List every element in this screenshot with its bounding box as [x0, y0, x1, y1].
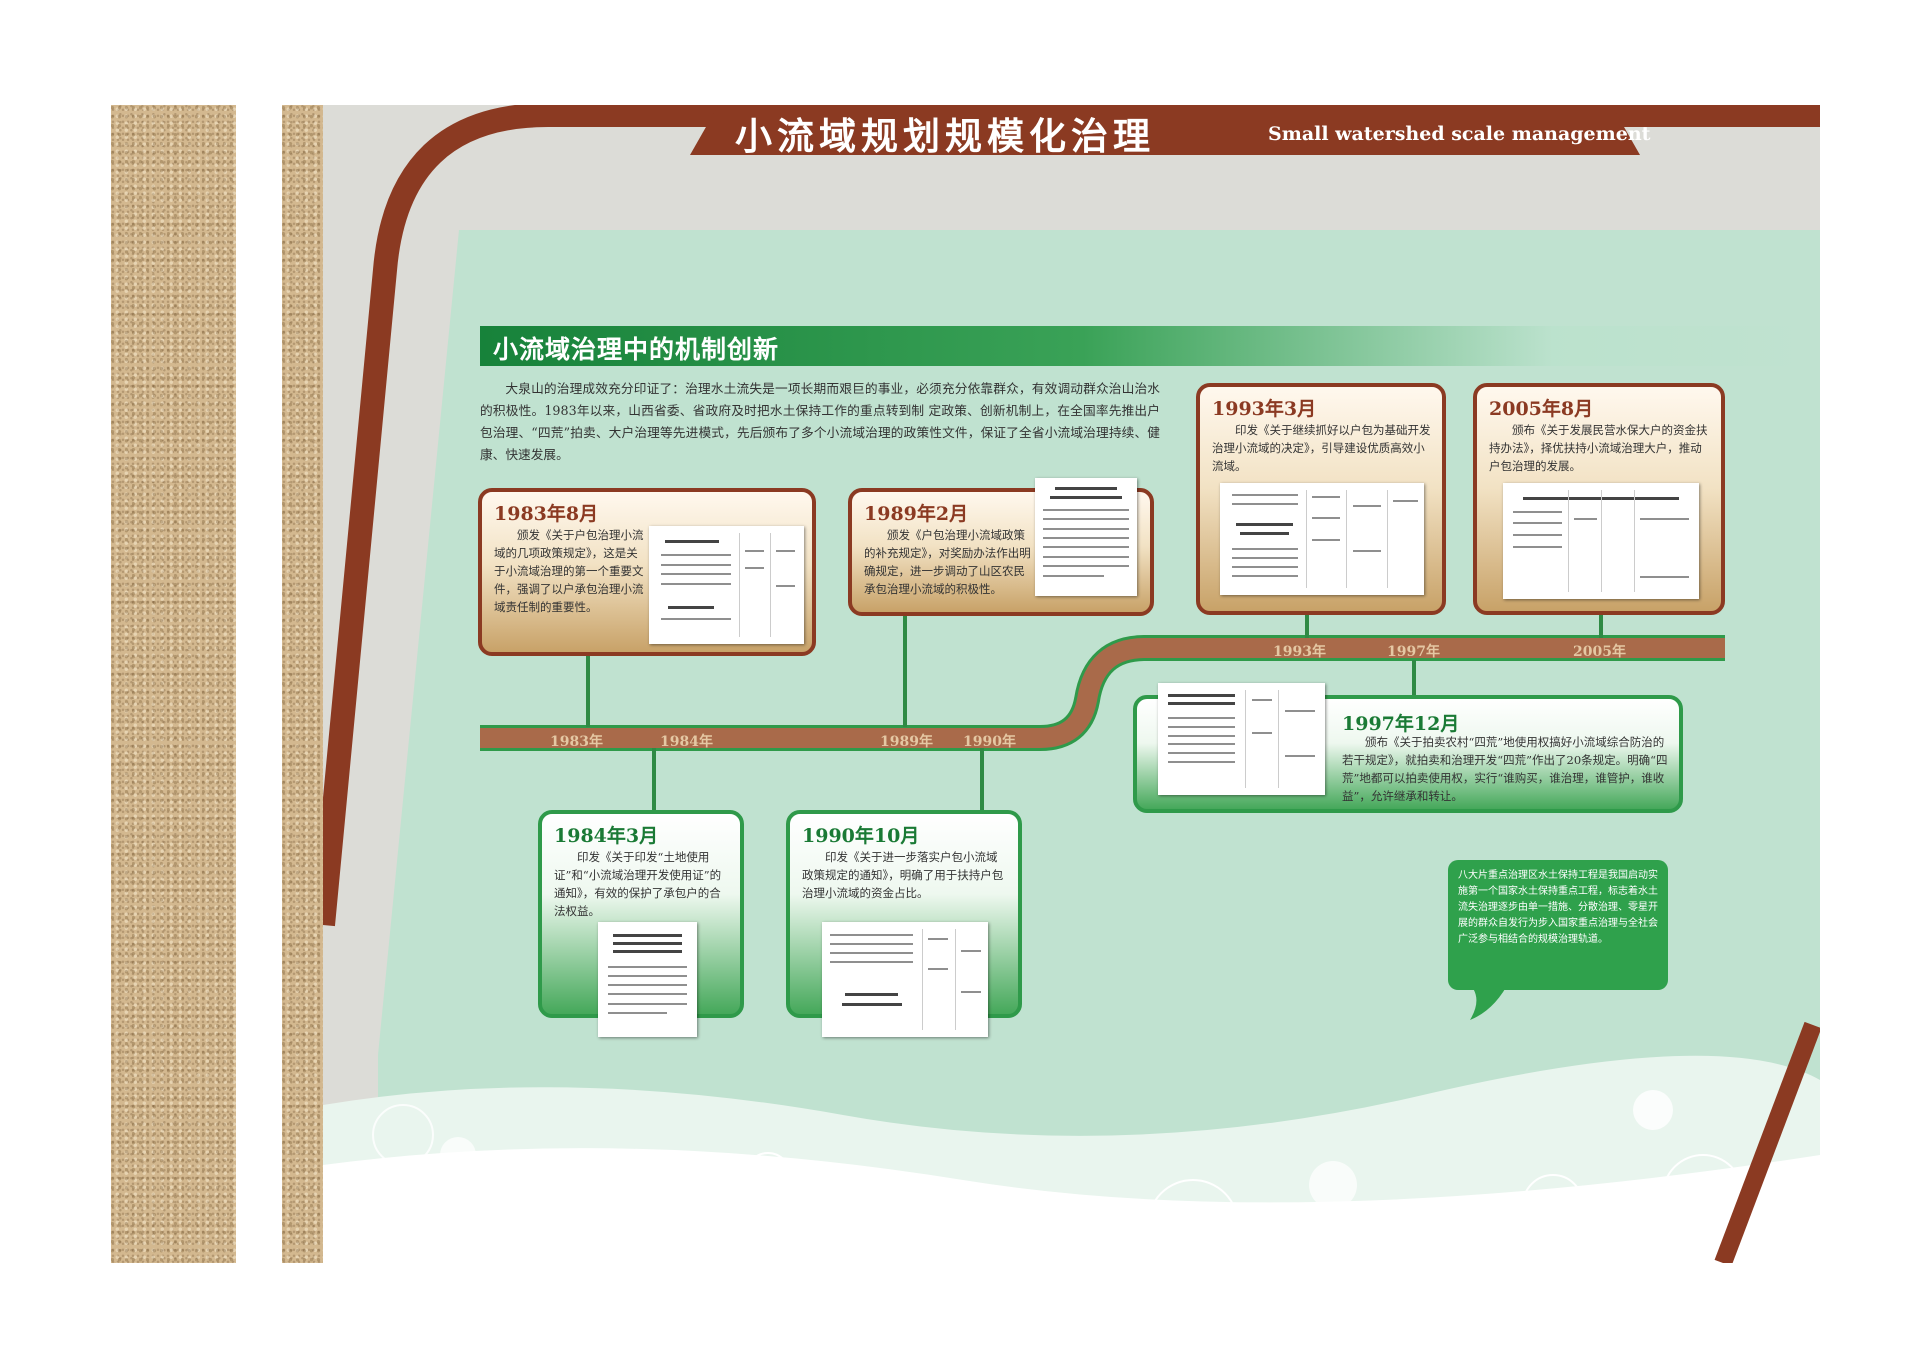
event-date: 1997年12月 — [1342, 713, 1460, 735]
event-date: 1984年3月 — [554, 825, 659, 847]
event-date: 1983年8月 — [494, 503, 599, 525]
section-intro: 大泉山的治理成效充分印证了：治理水土流失是一项长期而艰巨的事业，必须充分依靠群众… — [480, 381, 1160, 462]
document-image-1989 — [1035, 478, 1137, 596]
event-description: 颁布《关于拍卖农村“四荒”地使用权搞好小流域综合防治的若干规定》，就拍卖和治理开… — [1342, 735, 1668, 803]
event-card-1983-08: 1983年8月 颁发《关于户包治理小流域的几项政策规定》，这是关于小流域治理的第… — [478, 488, 816, 656]
event-date: 1990年10月 — [802, 825, 920, 847]
connector-1990 — [980, 748, 984, 811]
stone-pillar-right — [282, 105, 324, 1263]
page-title: 小流域规划规模化治理 — [735, 114, 1155, 158]
document-image-1990 — [822, 922, 988, 1037]
section-title-bar — [480, 326, 1820, 366]
connector-1997 — [1412, 660, 1416, 695]
page-title-english: Small watershed scale management — [1268, 123, 1651, 145]
event-card-2005-08: 2005年8月 颁布《关于发展民营水保大户的资金扶持办法》，择优扶持小流域治理大… — [1473, 383, 1725, 615]
timeline-year-1990: 1990年 — [963, 734, 1016, 750]
timeline-year-1984: 1984年 — [660, 734, 713, 750]
header-tab — [690, 105, 1640, 155]
event-description: 颁发《户包治理小流域政策的补充规定》，对奖励办法作出明确规定，进一步调动了山区农… — [864, 528, 1031, 596]
stone-pillar-left — [111, 105, 236, 1263]
section-title: 小流域治理中的机制创新 — [493, 335, 780, 364]
callout-bubble — [1448, 860, 1668, 990]
event-description: 印发《关于印发“土地使用证”和“小流域治理开发使用证”的通知》，有效的保护了承包… — [554, 850, 722, 918]
event-date: 1993年3月 — [1212, 398, 1317, 420]
document-image-1997 — [1158, 683, 1325, 795]
document-image-1984 — [598, 922, 697, 1037]
connector-1983 — [586, 655, 590, 727]
timeline-year-2005: 2005年 — [1573, 644, 1626, 660]
timeline-year-1989: 1989年 — [880, 734, 933, 750]
timeline-track — [480, 635, 1725, 751]
event-date: 1989年2月 — [864, 503, 969, 525]
event-description: 印发《关于继续抓好以户包为基础开发治理小流域的决定》，引导建设优质高效小流域。 — [1212, 423, 1431, 473]
timeline-year-1997: 1997年 — [1387, 644, 1440, 660]
timeline-year-1983: 1983年 — [550, 734, 603, 750]
document-image — [649, 526, 804, 644]
document-image — [1503, 483, 1699, 599]
connector-2005 — [1599, 613, 1603, 638]
event-description: 颁布《关于发展民营水保大户的资金扶持办法》，择优扶持小流域治理大户，推动户包治理… — [1489, 423, 1708, 473]
document-image — [1220, 483, 1424, 595]
connector-1989 — [903, 615, 907, 727]
event-description: 印发《关于进一步落实户包小流域政策规定的通知》，明确了用于扶持户包治理小流域的资… — [802, 850, 1004, 900]
timeline-year-1993: 1993年 — [1273, 644, 1326, 660]
event-date: 2005年8月 — [1489, 398, 1594, 420]
event-card-1993-03: 1993年3月 印发《关于继续抓好以户包为基础开发治理小流域的决定》，引导建设优… — [1196, 383, 1446, 615]
callout-text: 八大片重点治理区水土保持工程是我国启动实施第一个国家水土保持重点工程，标志着水土… — [1458, 870, 1658, 945]
event-description: 颁发《关于户包治理小流域的几项政策规定》，这是关于小流域治理的第一个重要文件，强… — [494, 528, 644, 614]
connector-1993 — [1305, 613, 1309, 638]
callout-tail — [1465, 980, 1510, 1020]
connector-1984 — [652, 748, 656, 811]
